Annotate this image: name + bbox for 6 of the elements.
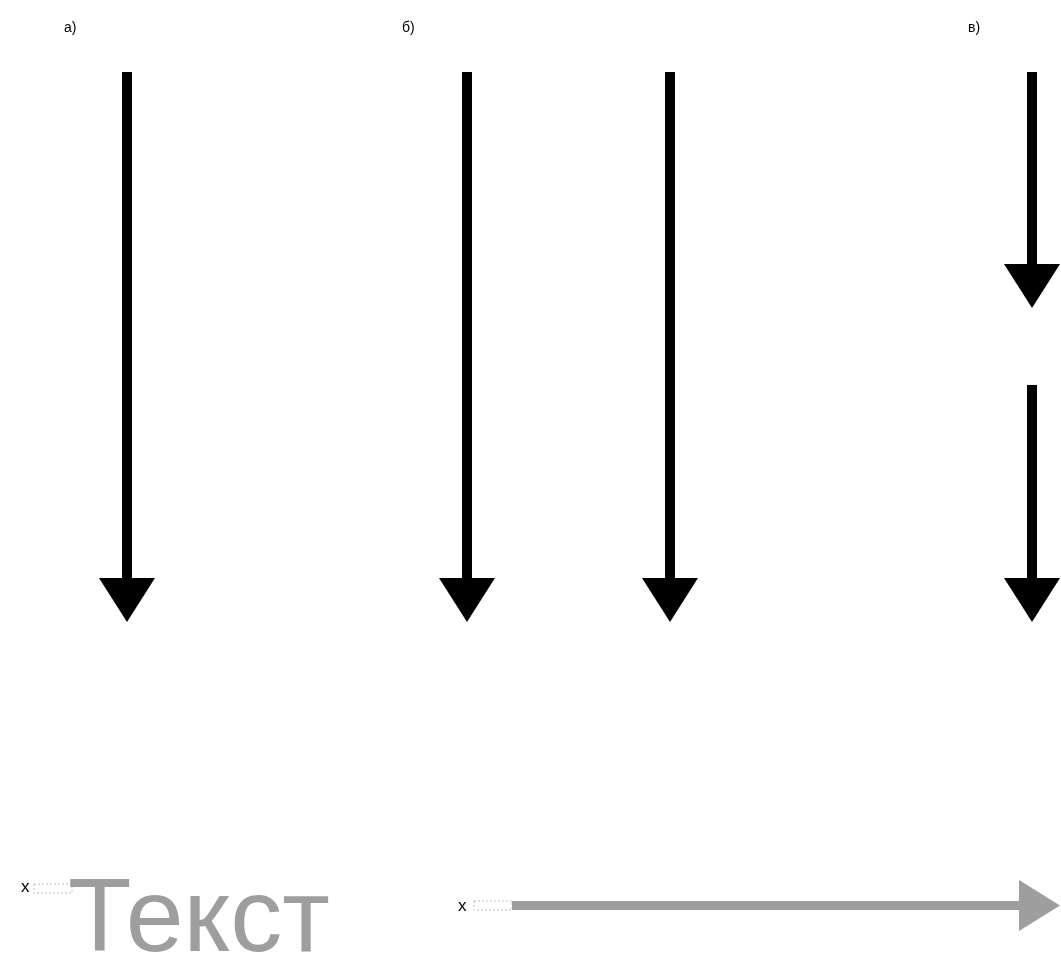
variable-label: x [458,897,467,914]
panel-label: б) [402,20,415,34]
panel-label: в) [968,20,981,34]
sample-text: Текст [68,863,330,966]
panel-label: а) [64,20,77,34]
variable-label: x [21,878,30,895]
